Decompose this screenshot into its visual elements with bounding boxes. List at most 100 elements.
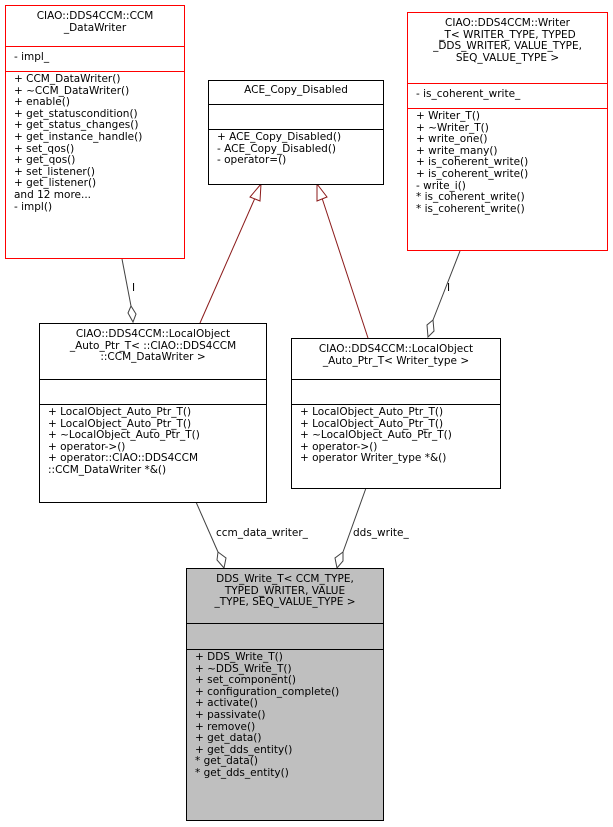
method: - impl() [14, 200, 53, 213]
method: + enable() [14, 96, 70, 109]
title-line: _TYPE, SEQ_VALUE_TYPE > [214, 596, 356, 609]
method: + activate() [195, 697, 258, 710]
title-line: CIAO::DDS4CCM::CCM [36, 10, 154, 22]
method: + operator->() [48, 440, 126, 453]
method: + operator Writer_type *&() [300, 452, 447, 465]
method: + get_statuscondition() [14, 107, 138, 120]
class-title: CIAO::DDS4CCM::LocalObject_Auto_Ptr_T< W… [292, 339, 500, 379]
class-attributes [40, 379, 266, 404]
inheritance-arrow-icon [249, 182, 262, 202]
method: + set_listener() [14, 165, 95, 178]
method: + configuration_complete() [195, 685, 340, 698]
title-line: ::CCM_DataWriter > [100, 351, 206, 364]
diamond-icon [426, 319, 435, 339]
class-title: DDS_Write_T< CCM_TYPE,TYPED_WRITER, VALU… [187, 569, 383, 623]
method: + LocalObject_Auto_Ptr_T() [48, 417, 192, 430]
title-line: SEQ_VALUE_TYPE > [455, 51, 560, 64]
method: ::CCM_DataWriter *&() [48, 463, 167, 476]
class-ccm-datawriter[interactable]: CIAO::DDS4CCM::CCM_DataWriter - impl_ + … [5, 5, 185, 259]
method: + get_dds_entity() [195, 743, 293, 756]
method: - ACE_Copy_Disabled() [217, 142, 337, 155]
attribute: - is_coherent_write_ [416, 88, 521, 100]
title-line: CIAO::DDS4CCM::LocalObject [75, 328, 231, 340]
method: + set_component() [195, 674, 297, 687]
edge-label-ccm-data-writer: ccm_data_writer_ [216, 527, 308, 539]
class-methods: + CCM_DataWriter()+ ~CCM_DataWriter()+ e… [6, 71, 184, 258]
inheritance-edge [199, 197, 256, 324]
method: + get_qos() [14, 154, 76, 167]
method: + is_coherent_write() [416, 167, 529, 180]
class-dds-write-t[interactable]: DDS_Write_T< CCM_TYPE,TYPED_WRITER, VALU… [186, 568, 384, 821]
method: + operator::CIAO::DDS4CCM [48, 452, 199, 465]
class-attributes [292, 379, 500, 404]
method: + LocalObject_Auto_Ptr_T() [300, 406, 444, 418]
title-line: TYPED_WRITER, VALUE [224, 584, 346, 597]
method: + ~LocalObject_Auto_Ptr_T() [300, 429, 452, 442]
method: + CCM_DataWriter() [14, 73, 121, 85]
title-line: _Auto_Ptr_T< Writer_type > [322, 354, 470, 367]
title-line: _Auto_Ptr_T< ::CIAO::DDS4CCM [69, 339, 237, 352]
method: + DDS_Write_T() [195, 651, 283, 663]
edge-label-impl: I [447, 282, 451, 294]
attribute: - impl_ [14, 51, 50, 63]
title-line: CIAO::DDS4CCM::Writer [445, 17, 570, 29]
method: and 12 more... [14, 188, 92, 201]
class-attributes [187, 623, 383, 649]
method: * get_dds_entity() [195, 766, 289, 779]
association-edge [432, 250, 461, 321]
method: + get_data() [195, 732, 262, 745]
class-title: CIAO::DDS4CCM::Writer_T< WRITER_TYPE, TY… [408, 13, 607, 83]
title-line: DDS_Write_T< CCM_TYPE, [216, 573, 354, 585]
method: - write_i() [416, 179, 466, 192]
method: + ~CCM_DataWriter() [14, 84, 130, 97]
method: + ~DDS_Write_T() [195, 662, 292, 675]
class-writer-t[interactable]: CIAO::DDS4CCM::Writer_T< WRITER_TYPE, TY… [407, 12, 608, 251]
association-edge [121, 258, 132, 307]
method: + Writer_T() [416, 110, 481, 122]
class-methods: + LocalObject_Auto_Ptr_T()+ LocalObject_… [292, 404, 500, 488]
class-methods: + ACE_Copy_Disabled()- ACE_Copy_Disabled… [209, 129, 383, 184]
diamond-icon [334, 551, 344, 570]
class-attributes: - impl_ [6, 46, 184, 71]
association-edge [342, 487, 367, 553]
title-line: ACE_Copy_Disabled [244, 84, 348, 96]
class-title: CIAO::DDS4CCM::CCM_DataWriter [6, 6, 184, 46]
method: + ACE_Copy_Disabled() [217, 131, 342, 143]
method: + get_status_changes() [14, 119, 139, 132]
edge-label-impl: I [132, 282, 136, 294]
title-line: CIAO::DDS4CCM::LocalObject [318, 343, 474, 355]
method: - operator=() [217, 154, 287, 167]
method: * is_coherent_write() [416, 191, 525, 204]
method: + get_listener() [14, 177, 97, 190]
method: + ~Writer_T() [416, 121, 489, 134]
inheritance-edge [321, 197, 369, 339]
method: * is_coherent_write() [416, 202, 525, 215]
inheritance-arrow-icon [316, 182, 328, 202]
class-attributes: - is_coherent_write_ [408, 83, 607, 108]
class-localobject-auto-ptr-writer-type[interactable]: CIAO::DDS4CCM::LocalObject_Auto_Ptr_T< W… [291, 338, 501, 489]
diamond-icon [216, 551, 227, 570]
class-attributes [209, 104, 383, 129]
method: + is_coherent_write() [416, 156, 529, 169]
method: + remove() [195, 720, 256, 733]
class-localobject-auto-ptr-ccm-datawriter[interactable]: CIAO::DDS4CCM::LocalObject_Auto_Ptr_T< :… [39, 323, 267, 503]
class-title: ACE_Copy_Disabled [209, 81, 383, 104]
association-edge [195, 501, 219, 553]
title-line: _T< WRITER_TYPE, TYPED [439, 28, 576, 41]
class-methods: + DDS_Write_T()+ ~DDS_Write_T()+ set_com… [187, 649, 383, 820]
method: + ~LocalObject_Auto_Ptr_T() [48, 429, 200, 442]
title-line: _DDS_WRITER, VALUE_TYPE, [433, 40, 582, 53]
method: + passivate() [195, 708, 266, 721]
method: + LocalObject_Auto_Ptr_T() [48, 406, 192, 418]
method: + LocalObject_Auto_Ptr_T() [300, 417, 444, 430]
method: + set_qos() [14, 142, 75, 155]
class-title: CIAO::DDS4CCM::LocalObject_Auto_Ptr_T< :… [40, 324, 266, 379]
method: * get_data() [195, 755, 258, 768]
class-ace-copy-disabled[interactable]: ACE_Copy_Disabled + ACE_Copy_Disabled()-… [208, 80, 384, 185]
method: + operator->() [300, 440, 378, 453]
diamond-icon [127, 304, 137, 324]
class-methods: + Writer_T()+ ~Writer_T()+ write_one()+ … [408, 108, 607, 250]
method: + get_instance_handle() [14, 130, 143, 143]
class-methods: + LocalObject_Auto_Ptr_T()+ LocalObject_… [40, 404, 266, 502]
title-line: _DataWriter [63, 21, 127, 34]
